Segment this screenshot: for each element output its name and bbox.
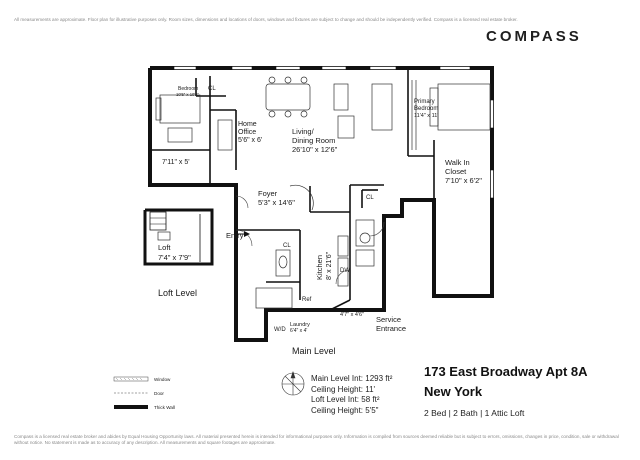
legend-door-label: Door [154, 391, 164, 396]
entry-arrow-icon [236, 231, 250, 237]
room-bedroom-name: Bedroom [178, 86, 198, 92]
info-ceiling-main: Ceiling Height: 11' [311, 384, 376, 394]
room-foyer-dims: 5'3" x 14'6" [258, 198, 295, 207]
room-office-name2: Office [238, 129, 256, 136]
room-loft-dims: 7'4" x 7'9" [158, 253, 191, 262]
room-office-dims: 5'6" x 6' [238, 137, 262, 144]
room-service-name2: Entrance [376, 324, 406, 333]
exterior-walls [148, 66, 494, 342]
kitchen-label: Kitchen 8' x 21'6" [315, 251, 333, 280]
interior-walls [150, 70, 435, 311]
legend-window-swatch [113, 376, 149, 382]
windows [173, 66, 494, 199]
compass-logo: COMPASS [486, 28, 582, 45]
footer-disclaimer: Compass is a licensed real estate broker… [14, 434, 619, 445]
room-living-name2: Dining Room [292, 136, 335, 145]
room-primary-dims: 11'4" x 11' [414, 113, 438, 119]
listing-city: New York [424, 384, 483, 399]
room-primary-name: Primary [414, 99, 435, 105]
header-disclaimer: All measurements are approximate. Floor … [14, 17, 518, 22]
room-ref: Ref [302, 297, 312, 303]
listing-address: 173 East Broadway Apt 8A [424, 364, 588, 379]
room-foyer-name: Foyer [258, 189, 278, 198]
listing-specs: 2 Bed | 2 Bath | 1 Attic Loft [424, 408, 525, 418]
room-kitchen-name: Kitchen [315, 255, 324, 280]
room-entry-name: Entry [226, 231, 244, 240]
room-walkin-name: Walk In [445, 158, 470, 167]
legend-thick-wall-label: Thick Wall [154, 405, 175, 410]
room-bedroom-dims: 10'5" x 10'5" [176, 92, 199, 97]
room-walkin-name2: Closet [445, 167, 467, 176]
room-laundry-name: Laundry [290, 322, 310, 328]
room-living-dims: 26'10" x 12'6" [292, 145, 338, 154]
legend-thick-wall-swatch [114, 405, 148, 409]
room-loft-name: Loft [158, 243, 171, 252]
room-entry-cl: CL [283, 243, 291, 249]
legend-window-label: Window [154, 377, 171, 382]
room-bedroom-cl: CL [208, 86, 216, 92]
room-labels: Bedroom 10'5" x 10'5" CL 7'11" x 5' Home… [158, 86, 482, 356]
room-hall-dims: 4'7" x 4'6" [340, 312, 364, 318]
loft-walls [143, 208, 214, 266]
room-kitchen-cl: CL [366, 195, 374, 201]
room-dw: DW [340, 268, 350, 274]
room-service-name: Service [376, 315, 401, 324]
loft-level-label: Loft Level [158, 288, 197, 298]
main-level-label: Main Level [292, 346, 336, 356]
room-wd: W/D [274, 327, 286, 333]
info-ceiling-loft: Ceiling Height: 5'5" [311, 405, 379, 415]
info-main-level: Main Level Int: 1293 ft² [311, 374, 393, 383]
room-walkin-dims: 7'10" x 6'2" [445, 176, 482, 185]
room-primary-name2: Bedroom [414, 106, 438, 112]
room-laundry-dims: 6'4" x 4' [290, 328, 307, 334]
furniture [155, 76, 491, 309]
area-info: Main Level Int: 1293 ft² Ceiling Height:… [311, 374, 392, 416]
room-living-name: Living/ [292, 127, 315, 136]
room-office-name: Home [238, 121, 257, 128]
legend-graphics: Window Door Thick Wall [113, 376, 175, 410]
room-kitchen-dims: 8' x 21'6" [326, 251, 333, 280]
info-loft-level: Loft Level Int: 58 ft² [311, 395, 380, 404]
room-closet-dims: 7'11" x 5' [162, 159, 190, 166]
north-compass-icon [281, 371, 305, 396]
